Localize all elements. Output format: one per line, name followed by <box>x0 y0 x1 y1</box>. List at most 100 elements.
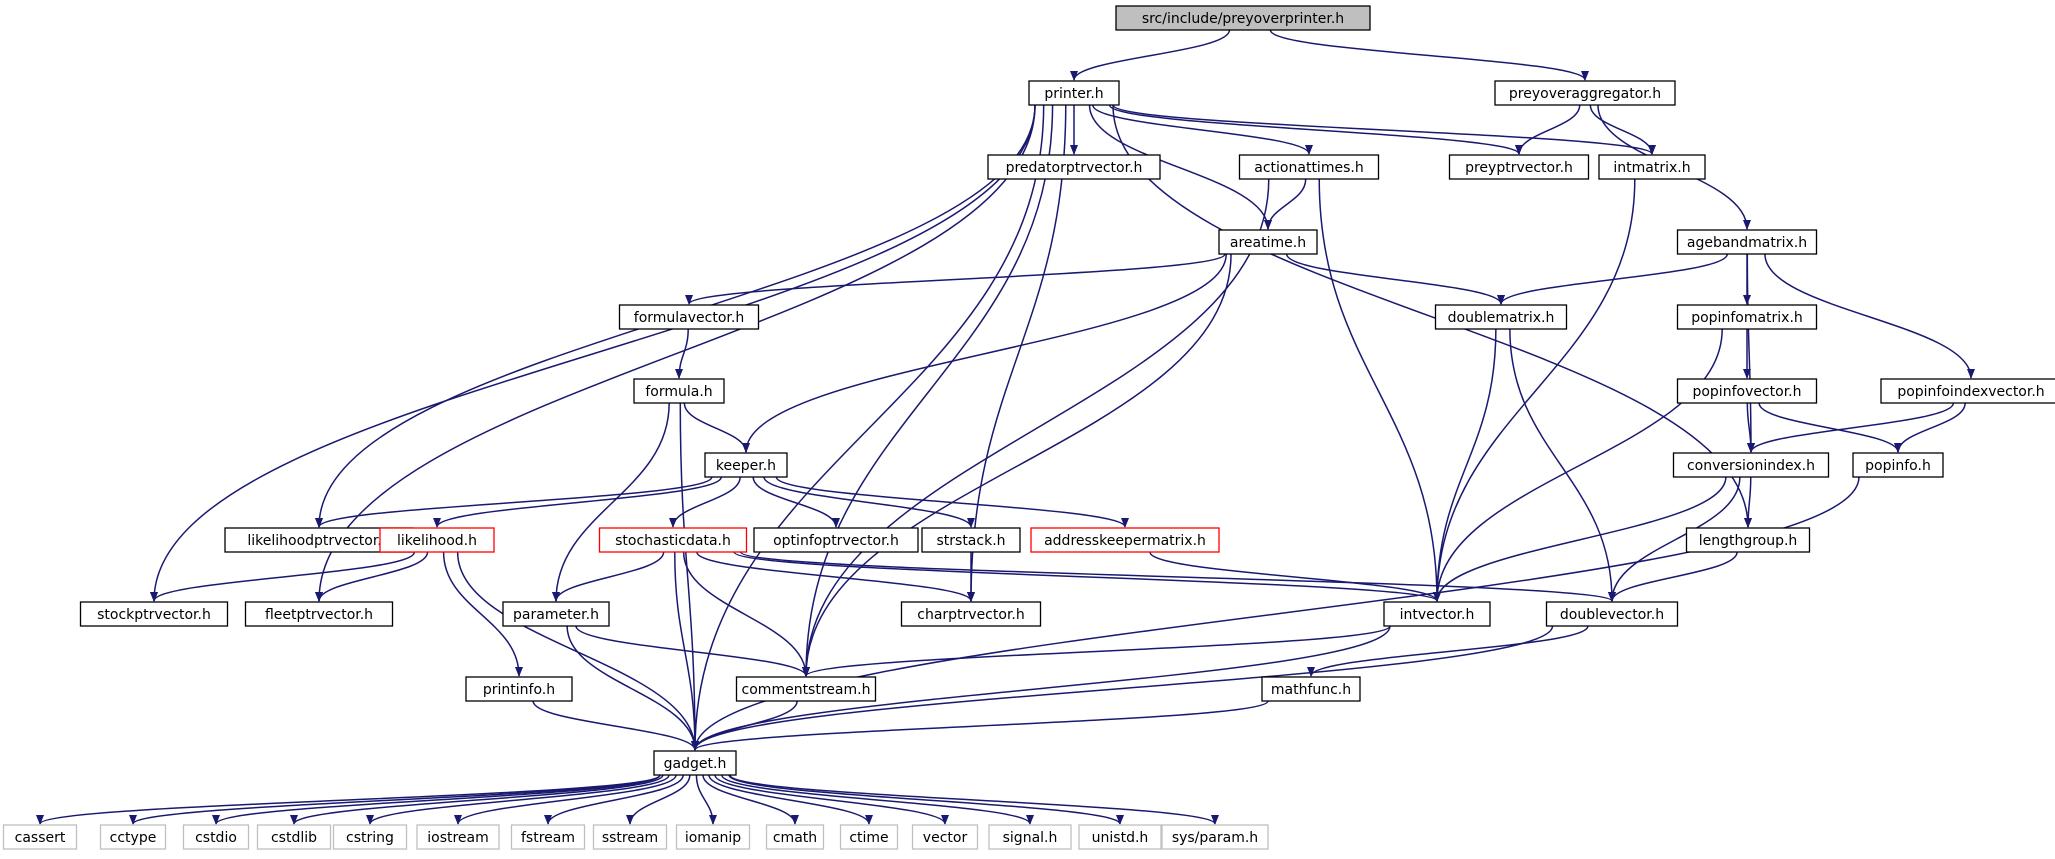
node-box <box>735 676 877 702</box>
node-doublematrix[interactable]: doublematrix.h <box>1434 304 1568 330</box>
node-likelihoodptrvector[interactable]: likelihoodptrvector.h <box>224 527 414 553</box>
node-box <box>99 824 167 850</box>
node-root[interactable]: src/include/preyoverprinter.h <box>1115 5 1371 31</box>
node-fleetptrvector[interactable]: fleetptrvector.h <box>244 601 394 627</box>
edge-doublematrix-to-intvector <box>1433 328 1497 602</box>
node-printer[interactable]: printer.h <box>1028 80 1120 106</box>
node-addresskeepermatrix[interactable]: addresskeepermatrix.h <box>1030 527 1220 553</box>
node-popinfovector[interactable]: popinfovector.h <box>1676 378 1818 404</box>
node-box <box>1434 304 1568 330</box>
node-charptrvector[interactable]: charptrvector.h <box>900 601 1042 627</box>
node-preyptrvector[interactable]: preyptrvector.h <box>1448 154 1590 180</box>
node-label: doublematrix.h <box>1448 310 1555 326</box>
node-intmatrix[interactable]: intmatrix.h <box>1598 154 1706 180</box>
edge-doublematrix-to-doublevector <box>1509 328 1616 602</box>
node-cctype: cctype <box>99 824 167 850</box>
node-box <box>2 824 78 850</box>
node-stochasticdata[interactable]: stochasticdata.h <box>598 527 748 553</box>
node-label: stockptrvector.h <box>97 607 211 623</box>
node-cmath: cmath <box>765 824 825 850</box>
edge-gadget-to-sstream <box>626 774 691 825</box>
node-box <box>988 824 1072 850</box>
node-label: cstring <box>346 830 394 846</box>
edge-stochasticdata-to-commentstream <box>682 551 810 677</box>
node-box <box>1028 80 1120 106</box>
node-predatorptrvector[interactable]: predatorptrvector.h <box>987 154 1161 180</box>
node-box <box>79 601 229 627</box>
node-label: parameter.h <box>513 607 599 623</box>
edge-agebandmatrix-to-doublematrix <box>1497 253 1729 305</box>
node-preyoveraggregator[interactable]: preyoveraggregator.h <box>1494 80 1676 106</box>
node-commentstream[interactable]: commentstream.h <box>735 676 877 702</box>
edge-stochasticdata-to-parameter <box>552 551 665 602</box>
node-box <box>379 527 495 553</box>
node-label: popinfovector.h <box>1692 384 1801 400</box>
node-box <box>416 824 500 850</box>
node-vector: vector <box>911 824 979 850</box>
node-gadget[interactable]: gadget.h <box>653 750 737 776</box>
edge-stochasticdata-to-charptrvector <box>696 551 975 602</box>
node-strstack[interactable]: strstack.h <box>921 527 1021 553</box>
edge-gadget-to-cassert <box>36 774 661 825</box>
edge-gadget-to-vector <box>714 774 949 825</box>
node-box <box>1261 676 1361 702</box>
node-label: formulavector.h <box>634 310 744 326</box>
node-label: iomanip <box>685 830 741 846</box>
node-label: likelihoodptrvector.h <box>247 533 390 549</box>
node-label: agebandmatrix.h <box>1687 235 1807 251</box>
node-box <box>592 824 668 850</box>
node-label: actionattimes.h <box>1254 160 1363 176</box>
edge-formula-to-gadget <box>679 402 699 751</box>
edge-printer-to-areatime <box>1088 104 1272 230</box>
node-label: strstack.h <box>936 533 1005 549</box>
node-popinfoindexvector[interactable]: popinfoindexvector.h <box>1880 378 2055 404</box>
node-sysparam: sys/param.h <box>1161 824 1269 850</box>
node-ctime: ctime <box>839 824 899 850</box>
edge-root-to-preyoveraggregator <box>1269 29 1589 81</box>
node-formula[interactable]: formula.h <box>633 378 725 404</box>
edge-popinfovector-to-popinfo <box>1758 402 1902 453</box>
node-box <box>256 824 332 850</box>
node-keeper[interactable]: keeper.h <box>704 452 788 478</box>
edge-gadget-to-fstream <box>544 774 684 825</box>
edge-likelihood-to-printinfo <box>442 551 523 677</box>
node-popinfo[interactable]: popinfo.h <box>1852 452 1944 478</box>
node-mathfunc[interactable]: mathfunc.h <box>1261 676 1361 702</box>
node-agebandmatrix[interactable]: agebandmatrix.h <box>1676 229 1818 255</box>
node-actionattimes[interactable]: actionattimes.h <box>1238 154 1380 180</box>
node-label: charptrvector.h <box>917 607 1024 623</box>
node-areatime[interactable]: areatime.h <box>1218 229 1318 255</box>
edge-printer-to-preyptrvector <box>1108 104 1523 155</box>
node-box <box>1676 229 1818 255</box>
edge-doublevector-to-mathfunc <box>1307 625 1589 677</box>
edge-keeper-to-strstack <box>763 476 975 528</box>
node-optinfoptrvector[interactable]: optinfoptrvector.h <box>753 527 919 553</box>
node-box <box>633 378 725 404</box>
node-parameter[interactable]: parameter.h <box>502 601 610 627</box>
edge-gadget-to-unistd <box>728 774 1124 825</box>
edge-printer-to-charptrvector <box>967 104 1067 602</box>
edge-gadget-to-cstdio <box>212 774 661 825</box>
edge-actionattimes-to-intvector <box>1318 178 1441 602</box>
node-doublevector[interactable]: doublevector.h <box>1545 601 1679 627</box>
edge-doublevector-to-gadget <box>691 625 1554 751</box>
edge-areatime-to-doublematrix <box>1285 253 1505 305</box>
node-label: ctime <box>849 830 888 846</box>
node-cstdio: cstdio <box>182 824 250 850</box>
node-iostream: iostream <box>416 824 500 850</box>
node-formulavector[interactable]: formulavector.h <box>618 304 760 330</box>
node-stockptrvector[interactable]: stockptrvector.h <box>79 601 229 627</box>
node-lengthgroup[interactable]: lengthgroup.h <box>1685 527 1811 553</box>
node-printinfo[interactable]: printinfo.h <box>465 676 573 702</box>
node-box <box>921 527 1021 553</box>
edge-gadget-to-signal <box>721 774 1034 825</box>
node-popinfomatrix[interactable]: popinfomatrix.h <box>1676 304 1818 330</box>
node-fstream: fstream <box>510 824 586 850</box>
edge-stochasticdata-to-doublevector <box>739 551 1616 602</box>
node-intvector[interactable]: intvector.h <box>1383 601 1491 627</box>
node-label: signal.h <box>1003 830 1058 846</box>
node-likelihood[interactable]: likelihood.h <box>379 527 495 553</box>
node-label: fstream <box>521 830 575 846</box>
edge-printer-to-intmatrix <box>1112 104 1656 155</box>
node-conversionindex[interactable]: conversionindex.h <box>1672 452 1830 478</box>
